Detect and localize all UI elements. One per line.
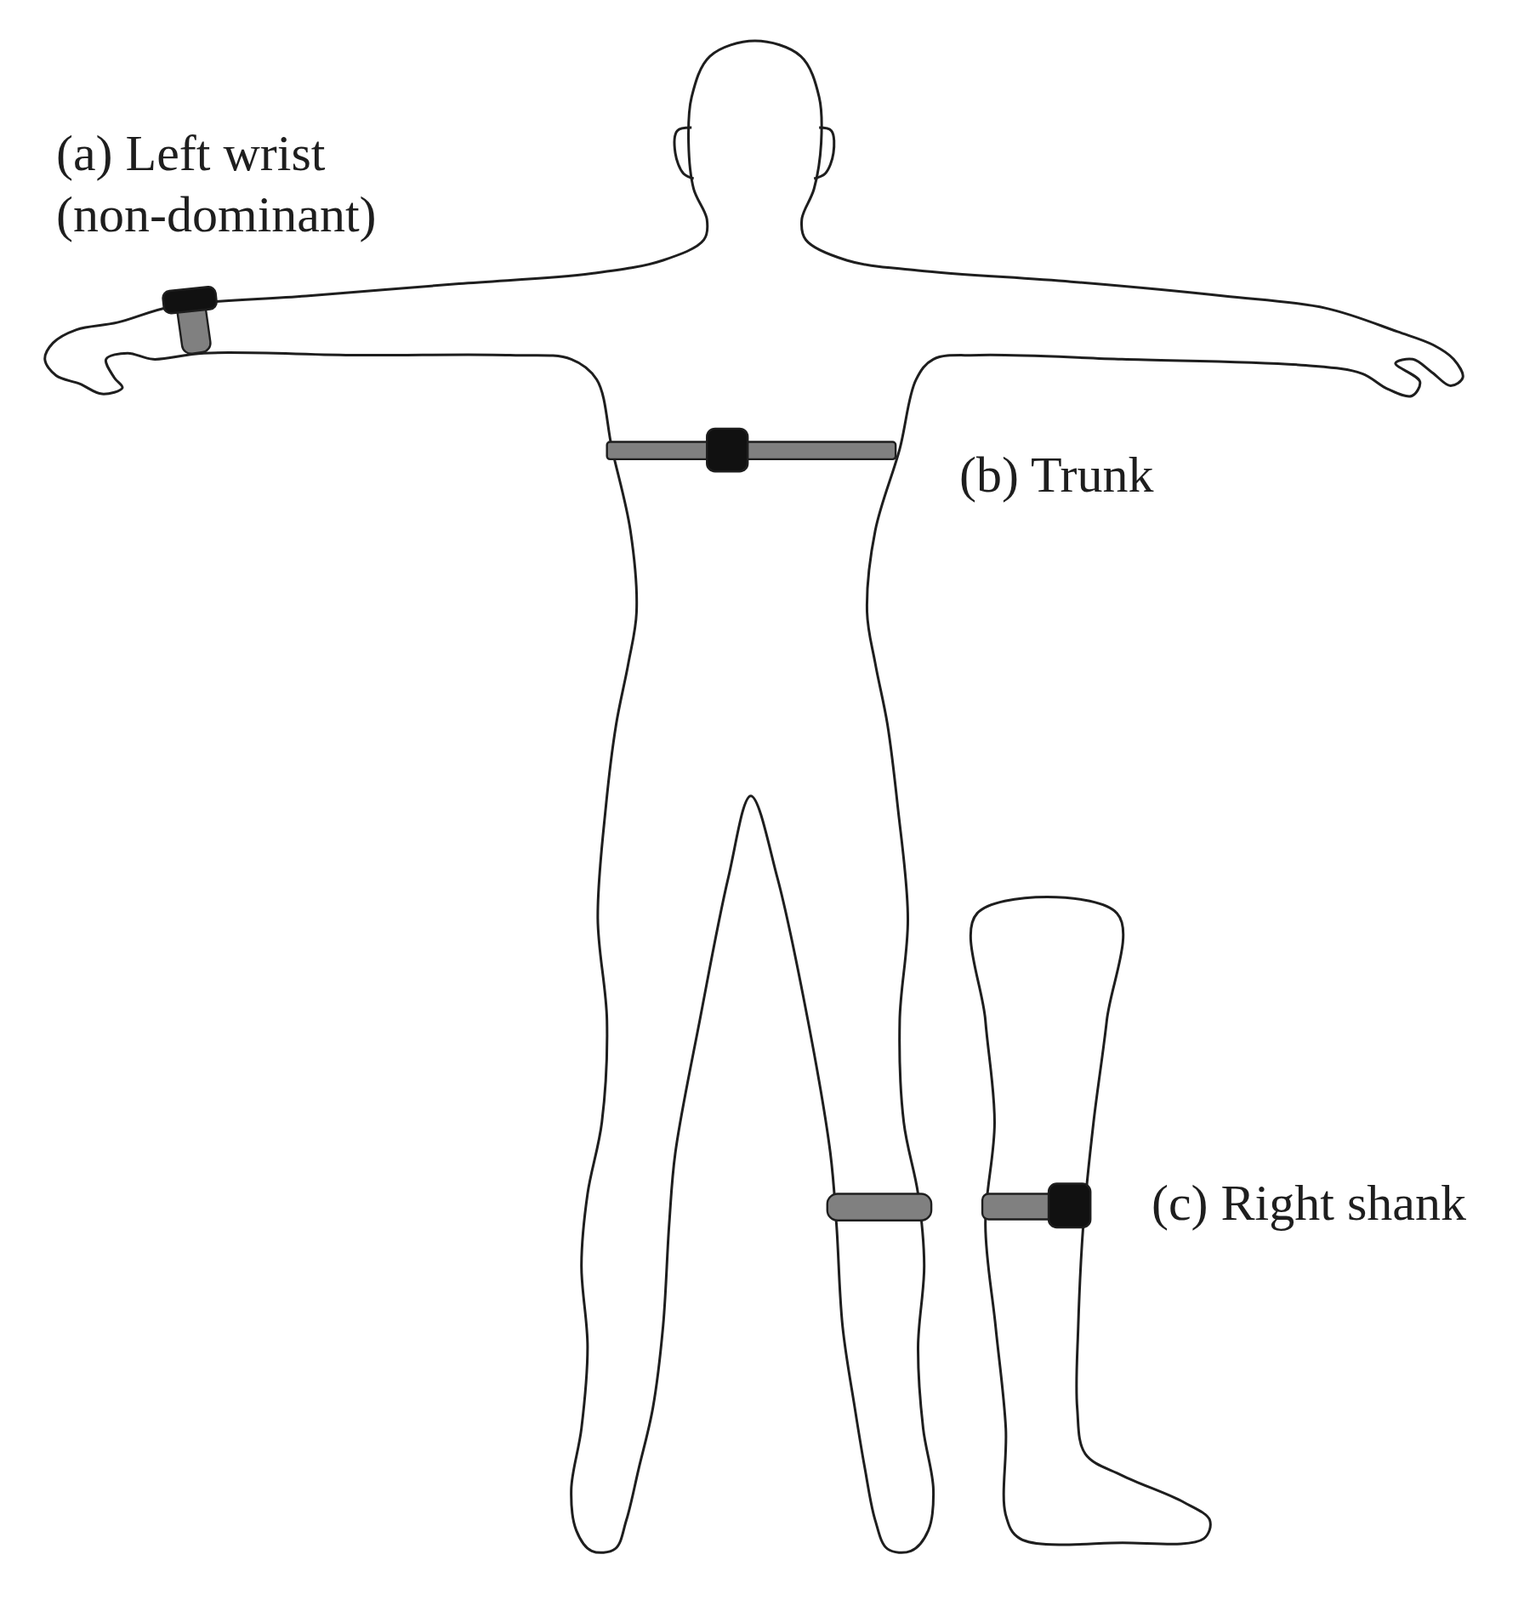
trunk-sensor [706, 428, 748, 472]
chest-strap [607, 441, 896, 459]
sensor-label: (b) Trunk [959, 443, 1154, 506]
wrist-sensor [162, 285, 218, 314]
sensor-label: (c) Right shank [1151, 1171, 1467, 1234]
shank-sensor [1048, 1182, 1091, 1228]
shank-strap [827, 1193, 932, 1220]
ear-outline [674, 127, 694, 179]
sensor-label: (a) Left wrist (non-dominant) [56, 122, 414, 245]
ear-outline [813, 127, 835, 179]
body-outline [45, 40, 1463, 1553]
